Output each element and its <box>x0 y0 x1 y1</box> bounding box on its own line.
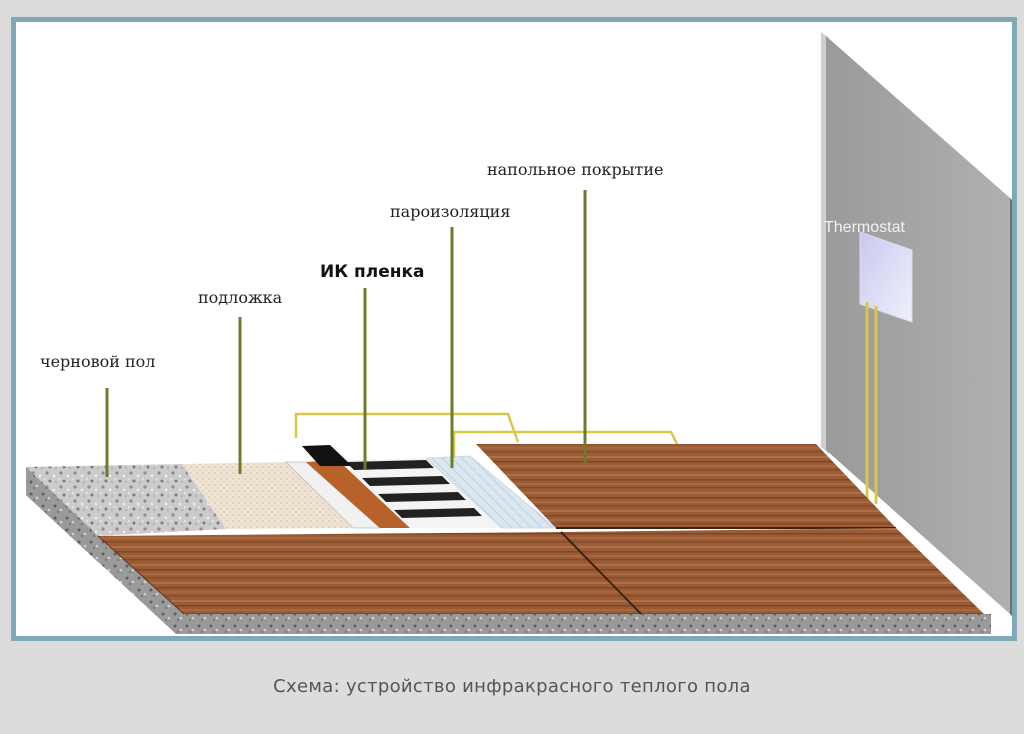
leader-lines <box>105 190 587 477</box>
laminate-seam <box>560 531 642 615</box>
floor-diagram <box>26 32 1012 634</box>
thermostat-device <box>859 231 913 504</box>
underlay-layer <box>182 462 353 529</box>
laminate-front-left <box>98 532 641 614</box>
figure-caption: Схема: устройство инфракрасного теплого … <box>273 676 751 697</box>
label-vapor-barrier: пароизоляция <box>390 202 511 221</box>
copper-busbar <box>306 460 410 528</box>
ir-film-end-cap <box>302 445 352 466</box>
laminate-front-right <box>561 528 984 614</box>
label-rough-floor: черновой пол <box>40 352 156 371</box>
wall <box>821 32 1012 616</box>
ir-film-layer <box>302 445 502 528</box>
wiring <box>294 412 680 458</box>
laminate-back-panel <box>476 444 896 528</box>
concrete-slab-edge <box>26 467 991 634</box>
label-underlay: подложка <box>198 288 283 307</box>
label-ir-film: ИК пленка <box>320 262 425 282</box>
rough-floor-layer <box>26 464 226 536</box>
label-floor-covering: напольное покрытие <box>487 160 664 179</box>
diagram-canvas: черновой пол подложка ИК пленка пароизол… <box>16 22 1012 636</box>
diagram-frame: черновой пол подложка ИК пленка пароизол… <box>11 17 1017 641</box>
label-thermostat: Thermostat <box>824 219 905 236</box>
